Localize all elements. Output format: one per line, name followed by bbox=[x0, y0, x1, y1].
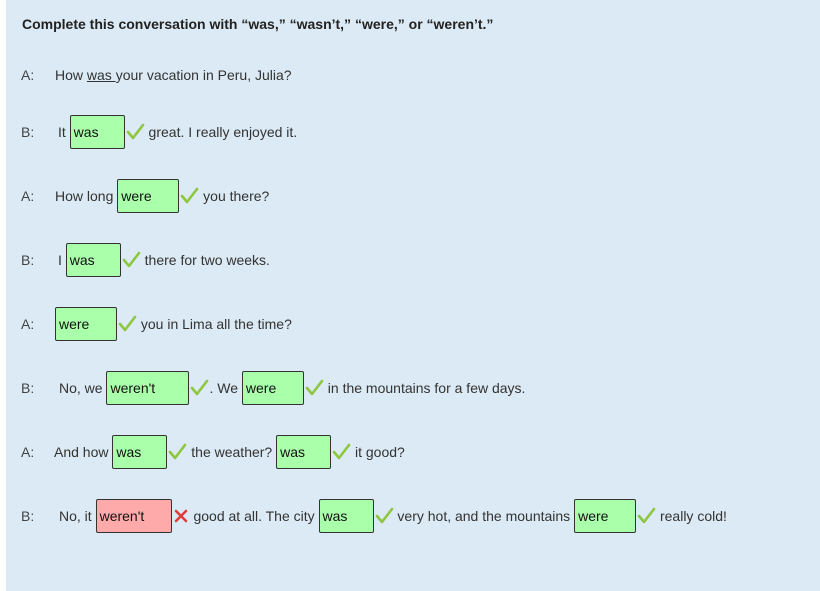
conversation-line: B: I was there for two weeks. bbox=[6, 243, 820, 277]
conversation-line: A: How was your vacation in Peru, Julia? bbox=[6, 58, 820, 92]
line-text-segment: you in Lima all the time? bbox=[137, 316, 292, 332]
conversation-line: B: No, it weren't good at all. The city … bbox=[6, 499, 820, 533]
check-icon bbox=[304, 378, 324, 398]
line-text-segment: No, it bbox=[59, 508, 96, 524]
speaker-label: A: bbox=[21, 444, 35, 460]
conversation-line: A: And how was the weather? was it good? bbox=[6, 435, 820, 469]
check-icon bbox=[125, 122, 145, 142]
answer-field[interactable]: was bbox=[112, 435, 168, 469]
line-text-segment: It bbox=[58, 124, 70, 140]
conversation-line: A: were you in Lima all the time? bbox=[6, 307, 820, 341]
check-icon bbox=[331, 442, 351, 462]
speaker-label: B: bbox=[21, 508, 35, 524]
check-icon bbox=[189, 378, 209, 398]
answer-field[interactable]: was bbox=[69, 115, 125, 149]
check-icon bbox=[121, 250, 141, 270]
speaker-label: A: bbox=[21, 188, 35, 204]
line-text-segment: How long bbox=[55, 188, 118, 204]
line-text: I was there for two weeks. bbox=[58, 243, 270, 277]
line-text-segment: And how bbox=[54, 444, 113, 460]
answer-field[interactable]: were bbox=[574, 499, 637, 533]
check-icon bbox=[117, 314, 137, 334]
cross-icon bbox=[172, 506, 190, 526]
answer-field[interactable]: were bbox=[117, 179, 180, 213]
answer-field[interactable]: was bbox=[276, 435, 332, 469]
line-text-segment: really cold! bbox=[656, 508, 727, 524]
line-text-segment: very hot, and the mountains bbox=[393, 508, 575, 524]
line-text-segment: in the mountains for a few days. bbox=[323, 380, 526, 396]
exercise-panel: Complete this conversation with “was,” “… bbox=[6, 0, 820, 591]
speaker-label: A: bbox=[21, 67, 35, 83]
answer-field[interactable]: weren't bbox=[95, 499, 172, 533]
answer-field[interactable]: weren't bbox=[106, 371, 190, 405]
line-text-segment: great. I really enjoyed it. bbox=[144, 124, 298, 140]
check-icon bbox=[167, 442, 187, 462]
line-text: And how was the weather? was it good? bbox=[54, 435, 405, 469]
line-text-segment: I bbox=[58, 252, 66, 268]
conversation-line: B: No, we weren't . We were in the mount… bbox=[6, 371, 820, 405]
answer-field[interactable]: were bbox=[241, 371, 304, 405]
answer-field[interactable]: was bbox=[65, 243, 121, 277]
line-text: How long were you there? bbox=[55, 179, 269, 213]
line-text-segment: your vacation in Peru, Julia? bbox=[115, 67, 292, 83]
line-text: How was your vacation in Peru, Julia? bbox=[55, 58, 292, 92]
conversation-line: A: How long were you there? bbox=[6, 179, 820, 213]
line-text-segment: you there? bbox=[199, 188, 270, 204]
line-text: No, it weren't good at all. The city was… bbox=[59, 499, 727, 533]
check-icon bbox=[374, 506, 394, 526]
line-text-segment: it good? bbox=[351, 444, 405, 460]
line-text-segment: How bbox=[55, 67, 87, 83]
line-text-segment: there for two weeks. bbox=[140, 252, 270, 268]
speaker-label: A: bbox=[21, 316, 35, 332]
line-text-segment: the weather? bbox=[187, 444, 277, 460]
check-icon bbox=[179, 186, 199, 206]
line-text: were you in Lima all the time? bbox=[55, 307, 292, 341]
speaker-label: B: bbox=[21, 124, 35, 140]
speaker-label: B: bbox=[21, 380, 35, 396]
line-text: No, we weren't . We were in the mountain… bbox=[59, 371, 525, 405]
instruction-text: Complete this conversation with “was,” “… bbox=[22, 16, 494, 32]
answer-field[interactable]: were bbox=[55, 307, 117, 341]
conversation-line: B: It was great. I really enjoyed it. bbox=[6, 115, 820, 149]
check-icon bbox=[636, 506, 656, 526]
line-text-segment: . We bbox=[209, 380, 242, 396]
line-text-segment: No, we bbox=[59, 380, 107, 396]
example-answer: was bbox=[86, 67, 116, 83]
line-text: It was great. I really enjoyed it. bbox=[58, 115, 297, 149]
answer-field[interactable]: was bbox=[318, 499, 374, 533]
line-text-segment: good at all. The city bbox=[189, 508, 319, 524]
speaker-label: B: bbox=[21, 252, 35, 268]
